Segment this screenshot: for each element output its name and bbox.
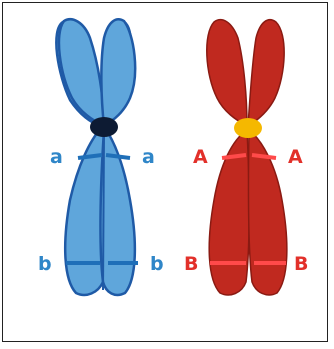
red-label-B-left: B — [184, 253, 198, 275]
blue-sister-divider — [103, 132, 104, 290]
red-label-A-left: A — [193, 146, 208, 168]
red-chromatid-left-upper — [207, 20, 247, 126]
blue-centromere — [90, 117, 118, 137]
red-chromosome — [207, 20, 287, 295]
blue-label-a-left: a — [50, 146, 63, 168]
blue-label-a-right: a — [142, 146, 155, 168]
red-chromatid-right-upper — [248, 20, 284, 126]
red-label-B-right: B — [294, 253, 308, 275]
red-label-A-right: A — [288, 146, 303, 168]
blue-chromatid-left-upper — [59, 19, 104, 126]
blue-label-b-left: b — [38, 253, 52, 275]
red-centromere — [234, 118, 262, 138]
blue-label-b-right: b — [150, 253, 164, 275]
blue-chromosome — [56, 19, 138, 295]
blue-chromatid-right-upper — [101, 19, 135, 126]
